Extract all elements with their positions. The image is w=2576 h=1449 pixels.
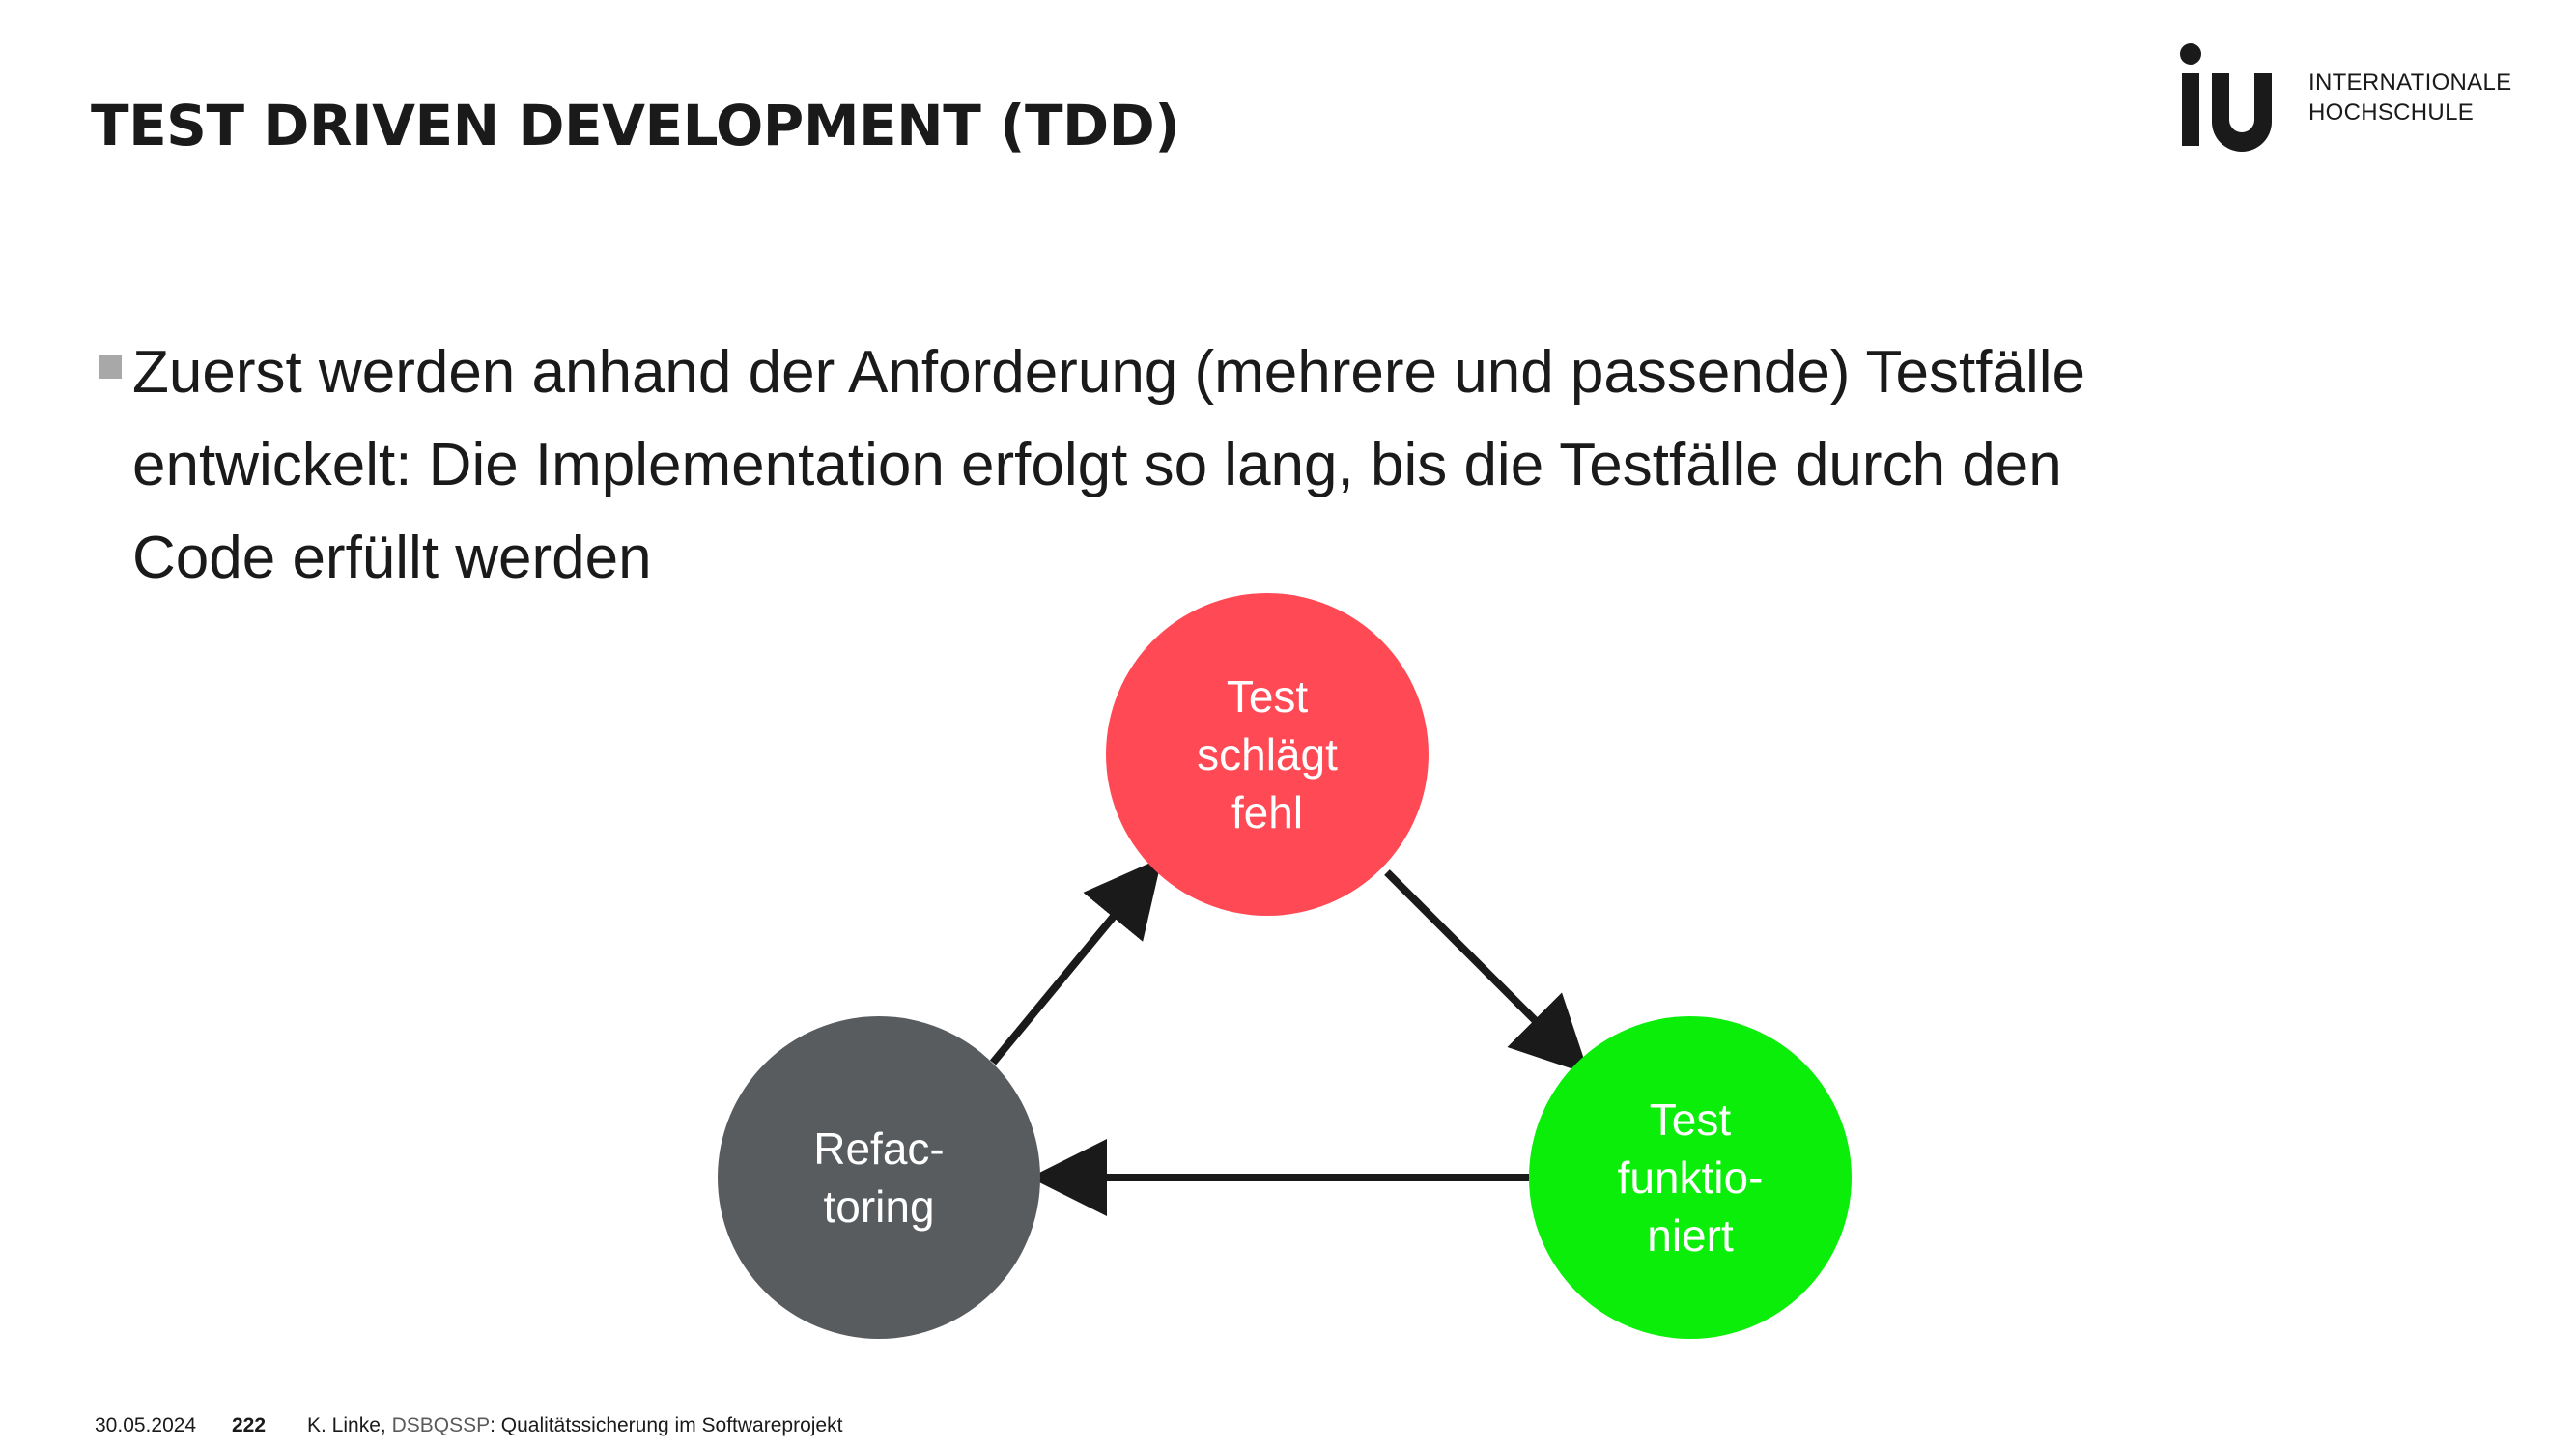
node-test-passes: Test funktio- niert [1529, 1016, 1852, 1339]
arrow-refactoring-to-fails [989, 857, 1163, 1065]
iu-logo-mark [2180, 43, 2272, 152]
node-test-fails: Test schlägt fehl [1106, 593, 1429, 916]
footer-credit: K. Linke, DSBQSSP: Qualitätssicherung im… [307, 1414, 842, 1437]
node-refactoring-label: Refac- toring [813, 1123, 945, 1232]
node-test-passes-label: Test funktio- niert [1617, 1094, 1764, 1261]
arrow-fails-to-passes [1384, 869, 1590, 1075]
footer-date: 30.05.2024 [95, 1414, 197, 1436]
iu-logo: INTERNATIONALE HOCHSCHULE [2173, 37, 2531, 158]
footer-page-number: 222 [232, 1414, 267, 1436]
node-refactoring: Refac- toring [718, 1016, 1040, 1339]
node-test-fails-label: Test schlägt fehl [1197, 671, 1338, 838]
footer-author: K. Linke, [307, 1414, 392, 1436]
logo-text: INTERNATIONALE HOCHSCHULE [2308, 68, 2511, 128]
logo-line-2: HOCHSCHULE [2308, 99, 2475, 126]
bullet-marker [99, 355, 122, 379]
footer-course-title: : Qualitätssicherung im Softwareprojekt [490, 1414, 843, 1436]
footer-course-code: DSBQSSP [391, 1414, 491, 1436]
slide-title: TEST DRIVEN DEVELOPMENT (TDD) [91, 93, 1180, 158]
logo-line-1: INTERNATIONALE [2308, 70, 2512, 96]
bullet-text: Zuerst werden anhand der Anforderung (me… [132, 339, 2085, 591]
